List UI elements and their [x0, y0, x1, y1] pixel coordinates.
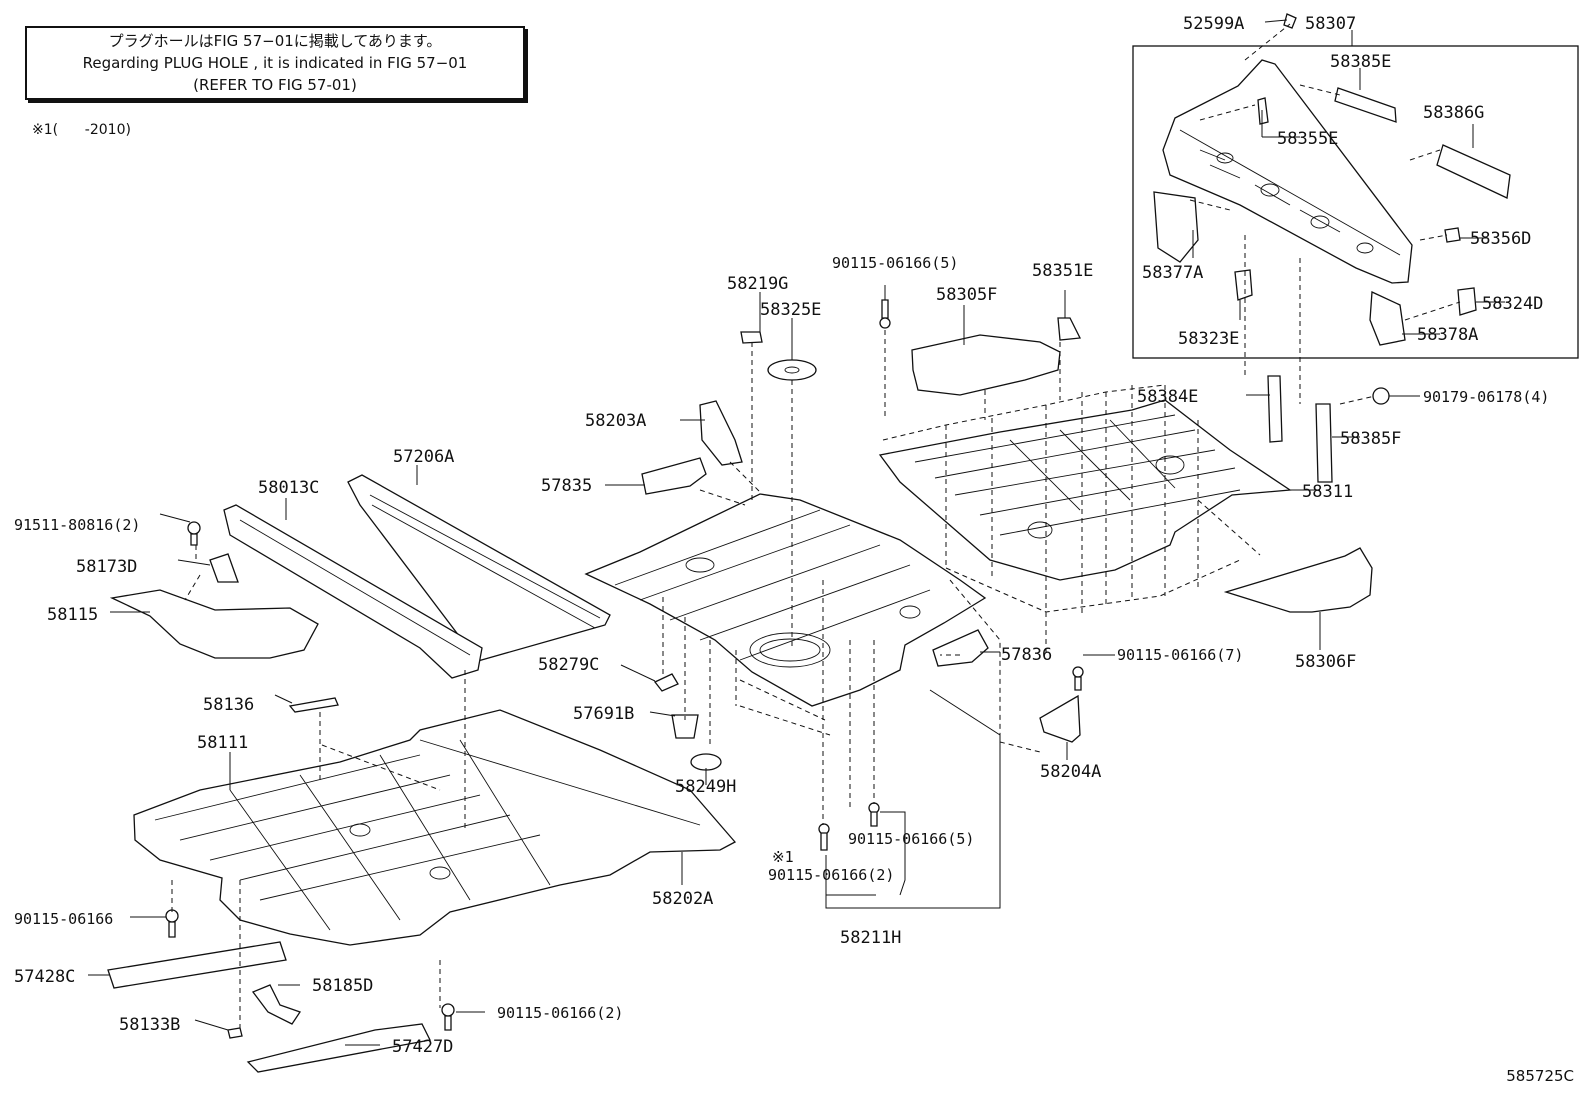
note-line-english: Regarding PLUG HOLE , it is indicated in…: [82, 54, 468, 72]
bolt-90115-2b[interactable]: [441, 1003, 455, 1031]
bracket-58386G[interactable]: [1436, 144, 1511, 199]
bracket-58324D[interactable]: [1457, 287, 1477, 316]
clip-52599A[interactable]: [1283, 13, 1297, 29]
callout-90115-06166-7: 90115-06166(7): [1117, 646, 1243, 664]
callout-90115-06166-5-bottom: 90115-06166(5): [848, 830, 974, 848]
plate-57427D[interactable]: [246, 1023, 431, 1073]
front-floor-pan-58111[interactable]: [133, 709, 737, 946]
bolt-90115-single[interactable]: [165, 909, 179, 938]
plug-90179[interactable]: [1372, 387, 1390, 405]
callout-57206A: 57206A: [393, 447, 454, 467]
bracket-58204A[interactable]: [1039, 694, 1081, 743]
bracket-58377A[interactable]: [1153, 191, 1199, 263]
bracket-58378A[interactable]: [1369, 291, 1406, 346]
bracket-57835[interactable]: [641, 457, 707, 495]
callout-58185D: 58185D: [312, 976, 373, 996]
callout-58377A: 58377A: [1142, 263, 1203, 283]
reinforcement-58385F[interactable]: [1315, 403, 1333, 483]
bracket-58351E[interactable]: [1057, 317, 1082, 341]
clip-58356D[interactable]: [1444, 227, 1461, 243]
callout-58202A: 58202A: [652, 889, 713, 909]
callout-58211H: 58211H: [840, 928, 901, 948]
callout-57428C: 57428C: [14, 967, 75, 987]
year-footnote: ※1( -2010): [32, 122, 131, 138]
bracket-58185D[interactable]: [251, 984, 302, 1025]
callout-58133B: 58133B: [119, 1015, 180, 1035]
assembly-guide-lines: [171, 23, 1461, 1028]
callout-58115: 58115: [47, 605, 98, 625]
inset-frame: [1132, 45, 1579, 359]
callout-90115-06166-2-center: 90115-06166(2): [768, 866, 894, 884]
callout-58378A: 58378A: [1417, 325, 1478, 345]
callout-58111: 58111: [197, 733, 248, 753]
callout-58384E: 58384E: [1137, 387, 1198, 407]
callout-90115-06166-5-top: 90115-06166(5): [832, 254, 958, 272]
bracket-58203A[interactable]: [699, 400, 743, 466]
bolt-90115-2a[interactable]: [818, 823, 830, 851]
clip-58133B[interactable]: [227, 1027, 243, 1039]
pad-58323E[interactable]: [1234, 269, 1253, 301]
callout-58385E: 58385E: [1330, 52, 1391, 72]
plug-58325E[interactable]: [767, 359, 817, 381]
rear-panel-58307[interactable]: [1162, 59, 1413, 284]
callout-58136: 58136: [203, 695, 254, 715]
callout-58305F: 58305F: [936, 285, 997, 305]
note-line-refer: (REFER TO FIG 57-01): [193, 76, 357, 94]
bracket-58136[interactable]: [288, 697, 339, 713]
callout-58307: 58307: [1305, 14, 1356, 34]
callout-58325E: 58325E: [760, 300, 821, 320]
callout-90115-06166-2-front: 90115-06166(2): [497, 1004, 623, 1022]
callout-58219G: 58219G: [727, 274, 788, 294]
bracket-58173D[interactable]: [209, 553, 239, 583]
callout-58306F: 58306F: [1295, 652, 1356, 672]
bolt-91511[interactable]: [187, 521, 201, 546]
plate-57428C[interactable]: [107, 941, 287, 989]
bolt-90115-center-top[interactable]: [879, 299, 891, 329]
callout-58013C: 58013C: [258, 478, 319, 498]
callout-91511-80816: 91511-80816(2): [14, 516, 140, 534]
bracket-58385E[interactable]: [1334, 87, 1397, 123]
callout-90115-06166-single: 90115-06166: [14, 910, 113, 928]
callout-57427D: 57427D: [392, 1037, 453, 1057]
callout-58355E: 58355E: [1277, 129, 1338, 149]
figure-number: 585725C: [1506, 1067, 1574, 1085]
callout-58279C: 58279C: [538, 655, 599, 675]
plug-57691B[interactable]: [671, 714, 699, 739]
callout-58173D: 58173D: [76, 557, 137, 577]
callout-58356D: 58356D: [1470, 229, 1531, 249]
bolt-90115-5b[interactable]: [868, 802, 880, 827]
callout-58249H: 58249H: [675, 777, 736, 797]
callout-52599A: 52599A: [1183, 14, 1244, 34]
note-line-japanese: プラグホールはFIG 57−01に掲載してあります。: [108, 32, 442, 50]
plug-hole-reference-note: プラグホールはFIG 57−01に掲載してあります。 Regarding PLU…: [25, 26, 525, 100]
callout-58203A: 58203A: [585, 411, 646, 431]
callout-58323E: 58323E: [1178, 329, 1239, 349]
plug-58249H[interactable]: [690, 753, 722, 771]
callout-58351E: 58351E: [1032, 261, 1093, 281]
callout-58324D: 58324D: [1482, 294, 1543, 314]
bracket-57836[interactable]: [932, 629, 989, 667]
member-58115[interactable]: [109, 589, 319, 659]
callout-58386G: 58386G: [1423, 103, 1484, 123]
callout-58204A: 58204A: [1040, 762, 1101, 782]
callout-57836: 57836: [1001, 645, 1052, 665]
bracket-58355E[interactable]: [1257, 97, 1269, 125]
crossmember-57206A[interactable]: [347, 474, 611, 662]
rear-floor-side-58306F[interactable]: [1223, 547, 1373, 613]
callout-58311: 58311: [1302, 482, 1353, 502]
reinforcement-58384E[interactable]: [1267, 375, 1283, 443]
callout-reference-mark-1: ※1: [772, 848, 794, 866]
callout-90179-06178: 90179-06178(4): [1423, 388, 1549, 406]
leader-lines: [88, 19, 1505, 1046]
bolt-90115-7[interactable]: [1072, 666, 1084, 691]
callout-57835: 57835: [541, 476, 592, 496]
center-floor-pan-58211H[interactable]: [584, 493, 987, 707]
rear-floor-pan-58311[interactable]: [878, 399, 1292, 581]
bracket-58219G[interactable]: [740, 331, 763, 344]
cover-58305F[interactable]: [911, 334, 1061, 396]
clip-58279C[interactable]: [653, 673, 679, 692]
callout-58385F: 58385F: [1340, 429, 1401, 449]
callout-57691B: 57691B: [573, 704, 634, 724]
